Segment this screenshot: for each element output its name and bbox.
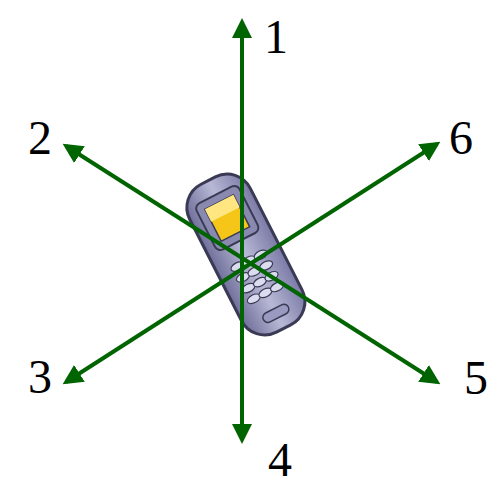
callout-number: 4 (268, 436, 292, 484)
callout-number: 2 (28, 114, 52, 162)
callout-number: 5 (464, 354, 488, 402)
callout-number: 1 (264, 13, 288, 61)
callout-number: 6 (449, 114, 473, 162)
direction-arrows (66, 22, 437, 440)
mobile-phone (178, 165, 314, 344)
callout-number: 3 (28, 353, 52, 401)
